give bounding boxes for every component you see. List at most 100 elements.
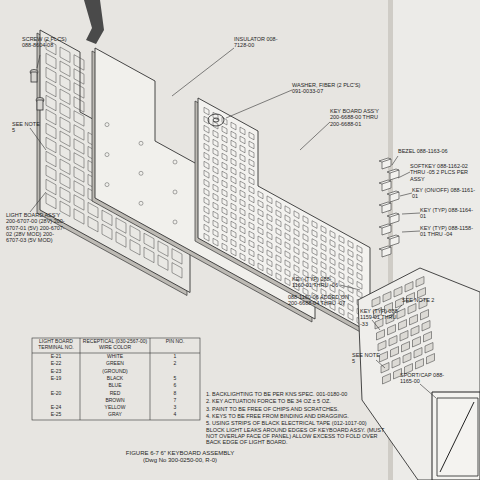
key-hole: [258, 218, 263, 226]
key-hole: [213, 175, 218, 183]
face-key: [392, 358, 400, 369]
key-hole: [213, 184, 218, 192]
face-key: [418, 288, 426, 299]
key-hole: [267, 196, 272, 204]
key-hole: [276, 201, 281, 209]
key-hole: [102, 224, 112, 240]
table-cell: BLUE: [81, 383, 149, 389]
drawing-note: 2. KEY ACTUATION FORCE TO BE 34 OZ ± 5 O…: [206, 398, 386, 404]
key-hole: [231, 140, 236, 148]
key-hole: [46, 151, 56, 167]
key-hole: [330, 267, 335, 275]
key-hole: [213, 157, 218, 165]
key-hole: [231, 185, 236, 193]
callout-label: SCREW (2 PLCS) 088-8604-08: [22, 36, 77, 49]
callout-label: KEY BOARD ASS'Y 200-6688-00 THRU 200-668…: [330, 108, 385, 127]
key-hole: [204, 224, 209, 232]
callout-label: LIGHT BOARD ASS'Y 200-6707-00 (28V) 200-…: [6, 212, 68, 244]
key-hole: [204, 197, 209, 205]
face-key: [413, 337, 421, 348]
key-hole: [249, 204, 254, 212]
key-hole: [249, 168, 254, 176]
leader-lines: [30, 48, 436, 398]
key-hole: [357, 254, 362, 262]
key-hole: [276, 273, 281, 281]
key-hole: [231, 239, 236, 247]
key-hole: [74, 209, 84, 225]
key-hole: [249, 249, 254, 257]
table-cell: E-19: [33, 376, 79, 382]
key-hole: [240, 163, 245, 171]
key-cap: [379, 246, 391, 257]
key-hole: [357, 245, 362, 253]
key-hole: [222, 207, 227, 215]
table-cell: 8: [151, 391, 199, 397]
key-hole: [204, 233, 209, 241]
key-hole: [339, 272, 344, 280]
key-hole: [116, 232, 126, 248]
key-hole: [74, 181, 84, 197]
insulator-hole: [173, 190, 177, 194]
key-hole: [330, 249, 335, 257]
key-hole: [339, 308, 344, 316]
key-hole: [240, 217, 245, 225]
key-hole: [357, 290, 362, 298]
key-hole: [312, 239, 317, 247]
key-hole: [240, 244, 245, 252]
key-hole: [321, 235, 326, 243]
key-hole: [330, 231, 335, 239]
key-hole: [213, 148, 218, 156]
face-key: [400, 331, 408, 342]
key-hole: [267, 205, 272, 213]
face-key: [389, 336, 397, 347]
key-hole: [249, 231, 254, 239]
key-hole: [249, 213, 254, 221]
key-hole: [258, 245, 263, 253]
key-hole: [46, 137, 56, 153]
key-hole: [285, 242, 290, 250]
callout-label: INSULATOR 008-7128-00: [234, 36, 284, 49]
key-hole: [312, 266, 317, 274]
key-hole: [330, 258, 335, 266]
key-hole: [213, 229, 218, 237]
key-hole: [303, 234, 308, 242]
key-hole: [249, 150, 254, 158]
key-hole: [60, 47, 70, 63]
key-hole: [249, 195, 254, 203]
insulator-hole: [105, 183, 109, 187]
key-hole: [222, 153, 227, 161]
key-hole: [74, 153, 84, 169]
table-header: RECEPTICAL (030-2567-00) WIRE COLOR: [81, 339, 149, 350]
key-hole: [249, 132, 254, 140]
key-hole: [116, 218, 126, 234]
key-hole: [348, 250, 353, 258]
face-key: [394, 287, 402, 298]
key-hole: [339, 236, 344, 244]
key-hole: [240, 226, 245, 234]
table-cell: BROWN: [81, 398, 149, 404]
key-hole: [312, 221, 317, 229]
face-key: [421, 310, 429, 321]
key-hole: [130, 240, 140, 256]
face-key: [377, 330, 385, 341]
key-hole: [204, 125, 209, 133]
callout-label: SEE NOTE 5: [12, 121, 44, 134]
key-hole: [339, 281, 344, 289]
insulator-hole: [105, 153, 109, 157]
key-hole: [267, 250, 272, 258]
table-cell: 3: [151, 405, 199, 411]
key-hole: [348, 277, 353, 285]
key-hole: [294, 238, 299, 246]
key-hole: [258, 227, 263, 235]
key-hole: [222, 216, 227, 224]
key-hole: [213, 211, 218, 219]
key-hole: [46, 109, 56, 125]
insulator-hole: [139, 171, 143, 175]
face-key: [372, 297, 380, 308]
key-hole: [74, 55, 84, 70]
key-hole: [204, 170, 209, 178]
table-cell: 2: [151, 361, 199, 367]
key-hole: [276, 228, 281, 236]
table-cell: 5: [151, 376, 199, 382]
key-hole: [276, 237, 281, 245]
